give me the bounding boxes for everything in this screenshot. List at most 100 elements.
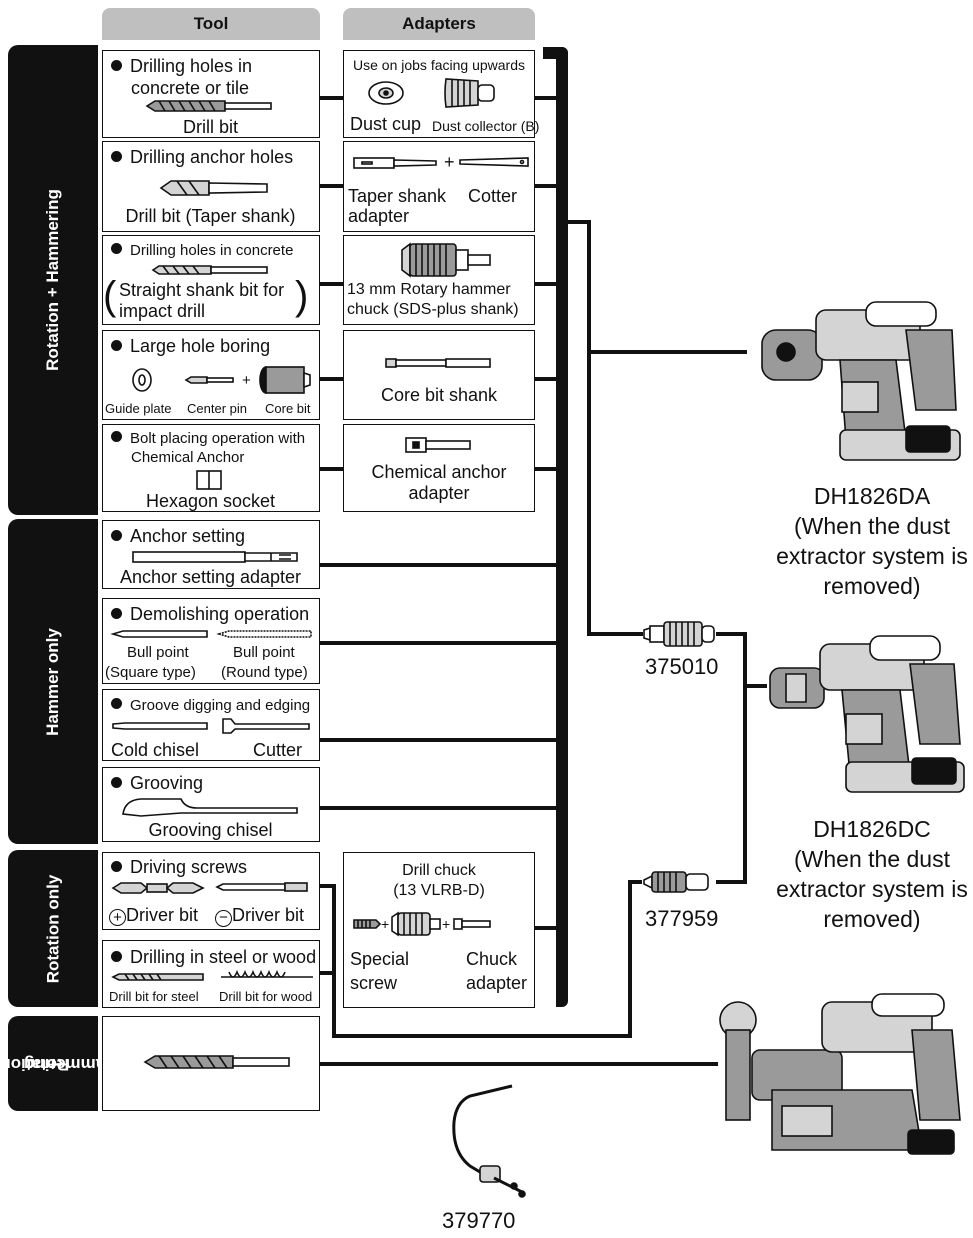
tool-box-driving-screws: Driving screws +Driver bit −Driver bit: [102, 852, 320, 930]
link-dh1826da: [587, 350, 747, 354]
part-number-377959: 377959: [645, 906, 719, 931]
plus-circle-icon: +: [109, 909, 126, 926]
anchor-setting-adapter-icon: [132, 551, 298, 563]
link-377959-out: [716, 880, 746, 884]
tool-box-drilling-concrete-tile: Drilling holes in concrete or tile Drill…: [102, 50, 320, 138]
adapter-box-taper-shank: + Taper shank adapter Cotter: [343, 141, 535, 232]
svg-text:+: +: [442, 916, 450, 932]
link-375010-out: [716, 632, 746, 636]
chemical-anchor-adapter-icon: [405, 437, 471, 453]
link-a3: [533, 282, 558, 286]
taper-shank-drill-bit-icon: [159, 180, 268, 196]
bullet-icon: [111, 530, 122, 541]
tool-box-demolishing: Demolishing operation Bull point (Square…: [102, 598, 320, 684]
bullet-icon: [111, 608, 122, 619]
rotary-hammer-chuck-icon: [401, 242, 491, 278]
rotary-hammer-dh1826dc-icon: [769, 635, 965, 793]
link-branch-vertical: [587, 220, 591, 636]
sds-drill-bit-icon: [143, 1055, 290, 1069]
header-tool: Tool: [102, 8, 320, 40]
guide-plate-icon: [132, 368, 152, 392]
tool-box-grooving: Grooving Grooving chisel: [102, 767, 320, 842]
link-right-vertical: [743, 632, 747, 884]
chuck-377959-icon: [643, 871, 709, 893]
minus-circle-icon: −: [215, 910, 232, 927]
bull-point-round-icon: [216, 630, 312, 638]
vertical-bus: [556, 47, 568, 1007]
grooving-chisel-icon: [122, 798, 298, 817]
part-number-379770: 379770: [442, 1208, 516, 1233]
bullet-icon: [111, 340, 122, 351]
model-label-dh1826da: DH1826DA (When the dust extractor system…: [776, 483, 968, 599]
bullet-icon: [111, 861, 122, 872]
link-dh1826dc: [743, 684, 767, 688]
hexagon-socket-icon: [196, 470, 222, 490]
tool-box-anchor-setting: Anchor setting Anchor setting adapter: [102, 520, 320, 589]
link-t11: [318, 971, 336, 975]
bull-point-square-icon: [110, 630, 208, 638]
taper-shank-adapter-icon: [353, 157, 437, 169]
link-377959-vertical: [628, 880, 632, 1038]
svg-text:+: +: [381, 916, 389, 932]
link-a6: [533, 926, 558, 930]
bullet-icon: [111, 698, 122, 709]
tool-box-sds-drill-bit: [102, 1016, 320, 1111]
bullet-icon: [111, 151, 122, 162]
dust-cup-icon: [368, 81, 404, 105]
core-bit-icon: [259, 366, 311, 394]
link-t6: [318, 563, 558, 567]
adapter-box-drill-chuck: Drill chuck (13 VLRB-D) + + Special scre…: [343, 852, 535, 1008]
model-label-dh1826dc: DH1826DC (When the dust extractor system…: [776, 816, 968, 932]
bullet-icon: [111, 951, 122, 962]
adapter-box-core-bit-shank: Core bit shank: [343, 330, 535, 420]
link-t2: [318, 184, 344, 188]
minus-driver-bit-icon: [215, 882, 308, 892]
link-a4: [533, 377, 558, 381]
straight-shank-bit-icon: [151, 265, 268, 275]
dust-collector-icon: [444, 78, 495, 108]
tab-rotation-hammering: Rotation + Hammering: [8, 45, 98, 515]
chuck-375010-icon: [643, 621, 715, 647]
link-bottom-tool: [318, 1062, 718, 1066]
adapter-box-rotary-hammer-chuck: 13 mm Rotary hammer chuck (SDS-plus shan…: [343, 235, 535, 325]
steel-drill-bit-icon: [111, 973, 204, 981]
link-375010-in: [587, 632, 643, 636]
link-a1: [533, 96, 558, 100]
link-t1: [318, 96, 344, 100]
link-377959-horizontal: [628, 880, 642, 884]
bullet-icon: [111, 243, 122, 254]
link-t4: [318, 377, 344, 381]
tool-box-bolt-placing: Bolt placing operation with Chemical Anc…: [102, 424, 320, 512]
tab-hammer-only: Hammer only: [8, 519, 98, 844]
part-number-375010: 375010: [645, 654, 719, 679]
bullet-icon: [111, 431, 122, 442]
cotter-icon: [459, 157, 529, 167]
side-handle-379770-icon: [452, 1084, 526, 1198]
tool-box-drilling-steel-wood: Drilling in steel or wood Drill bit for …: [102, 940, 320, 1008]
cold-chisel-icon: [112, 722, 208, 730]
wood-drill-bit-icon: [221, 969, 313, 978]
adapter-box-dust-cup: Use on jobs facing upwards Dust cup Dust…: [343, 50, 539, 138]
link-a2: [533, 184, 558, 188]
link-t5: [318, 467, 344, 471]
rotary-hammer-dust-extractor-icon: [719, 993, 961, 1155]
adapter-box-chemical-anchor: Chemical anchor adapter: [343, 424, 535, 512]
header-adapters: Adapters: [343, 8, 535, 40]
link-rot-horizontal: [332, 1034, 632, 1038]
link-a5: [533, 467, 558, 471]
rotary-hammer-dh1826da-icon: [761, 301, 961, 461]
bullet-icon: [111, 777, 122, 788]
link-branch-top: [566, 220, 591, 224]
link-t10: [318, 884, 336, 888]
tool-box-drilling-holes-concrete: Drilling holes in concrete ( ) Straight …: [102, 235, 320, 325]
link-t3: [318, 282, 344, 286]
link-t9: [318, 806, 558, 810]
center-pin-icon: [184, 376, 234, 384]
link-rot-vertical: [332, 884, 336, 1038]
drill-bit-icon: [145, 100, 272, 112]
bus-top-cap: [543, 47, 568, 59]
tool-box-large-hole-boring: Large hole boring + Guide plate Center p…: [102, 330, 320, 420]
tool-box-drilling-anchor-holes: Drilling anchor holes Drill bit (Taper s…: [102, 141, 320, 232]
drill-chuck-assembly-icon: + +: [353, 911, 491, 937]
tool-box-groove-digging: Groove digging and edging Cold chisel Cu…: [102, 689, 320, 761]
